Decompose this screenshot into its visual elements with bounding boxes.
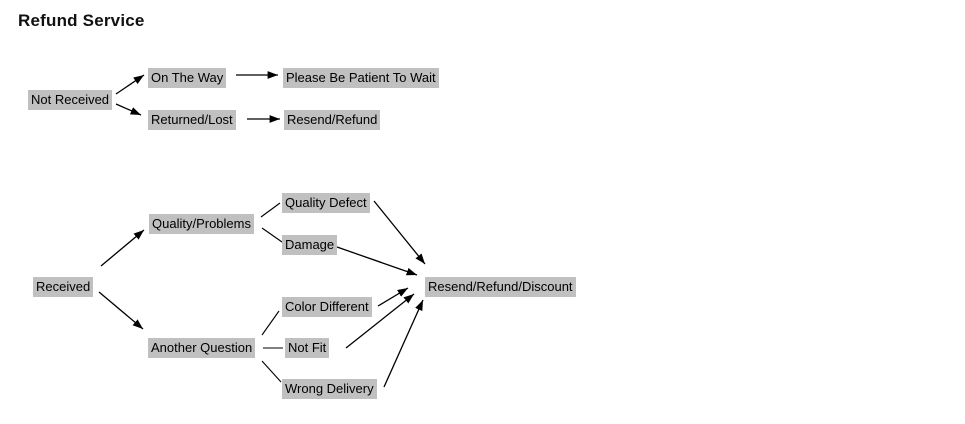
node-not-fit: Not Fit <box>285 338 330 358</box>
edge-quality-problems-to-quality-defect <box>260 202 281 218</box>
node-resend-refund-discount: Resend/Refund/Discount <box>425 277 576 297</box>
edge-damage-to-resend-refund-discount <box>336 246 418 276</box>
edge-color-different-to-resend-refund-discount <box>377 287 409 307</box>
node-not-received: Not Received <box>28 90 113 110</box>
edge-another-question-to-wrong-delivery <box>261 360 282 383</box>
edge-not-received-to-on-the-way <box>115 74 145 95</box>
node-resend-refund: Resend/Refund <box>284 110 381 130</box>
node-please-be-patient-to-wait: Please Be Patient To Wait <box>283 68 439 88</box>
edge-received-to-another-question <box>98 291 144 330</box>
node-quality-defect: Quality Defect <box>282 193 370 213</box>
page-title: Refund Service <box>18 11 145 30</box>
node-another-question: Another Question <box>148 338 256 358</box>
edge-not-received-to-returned-lost <box>115 103 142 116</box>
edge-wrong-delivery-to-resend-refund-discount <box>383 299 424 388</box>
edge-quality-problems-to-damage <box>261 227 283 243</box>
edge-another-question-to-color-different <box>261 310 280 336</box>
node-wrong-delivery: Wrong Delivery <box>282 379 377 399</box>
node-received: Received <box>33 277 94 297</box>
node-quality-problems: Quality/Problems <box>149 214 254 234</box>
node-on-the-way: On The Way <box>148 68 227 88</box>
node-damage: Damage <box>282 235 338 255</box>
node-color-different: Color Different <box>282 297 372 317</box>
edge-received-to-quality-problems <box>100 229 145 267</box>
node-returned-lost: Returned/Lost <box>148 110 236 130</box>
edge-quality-defect-to-resend-refund-discount <box>373 200 426 265</box>
